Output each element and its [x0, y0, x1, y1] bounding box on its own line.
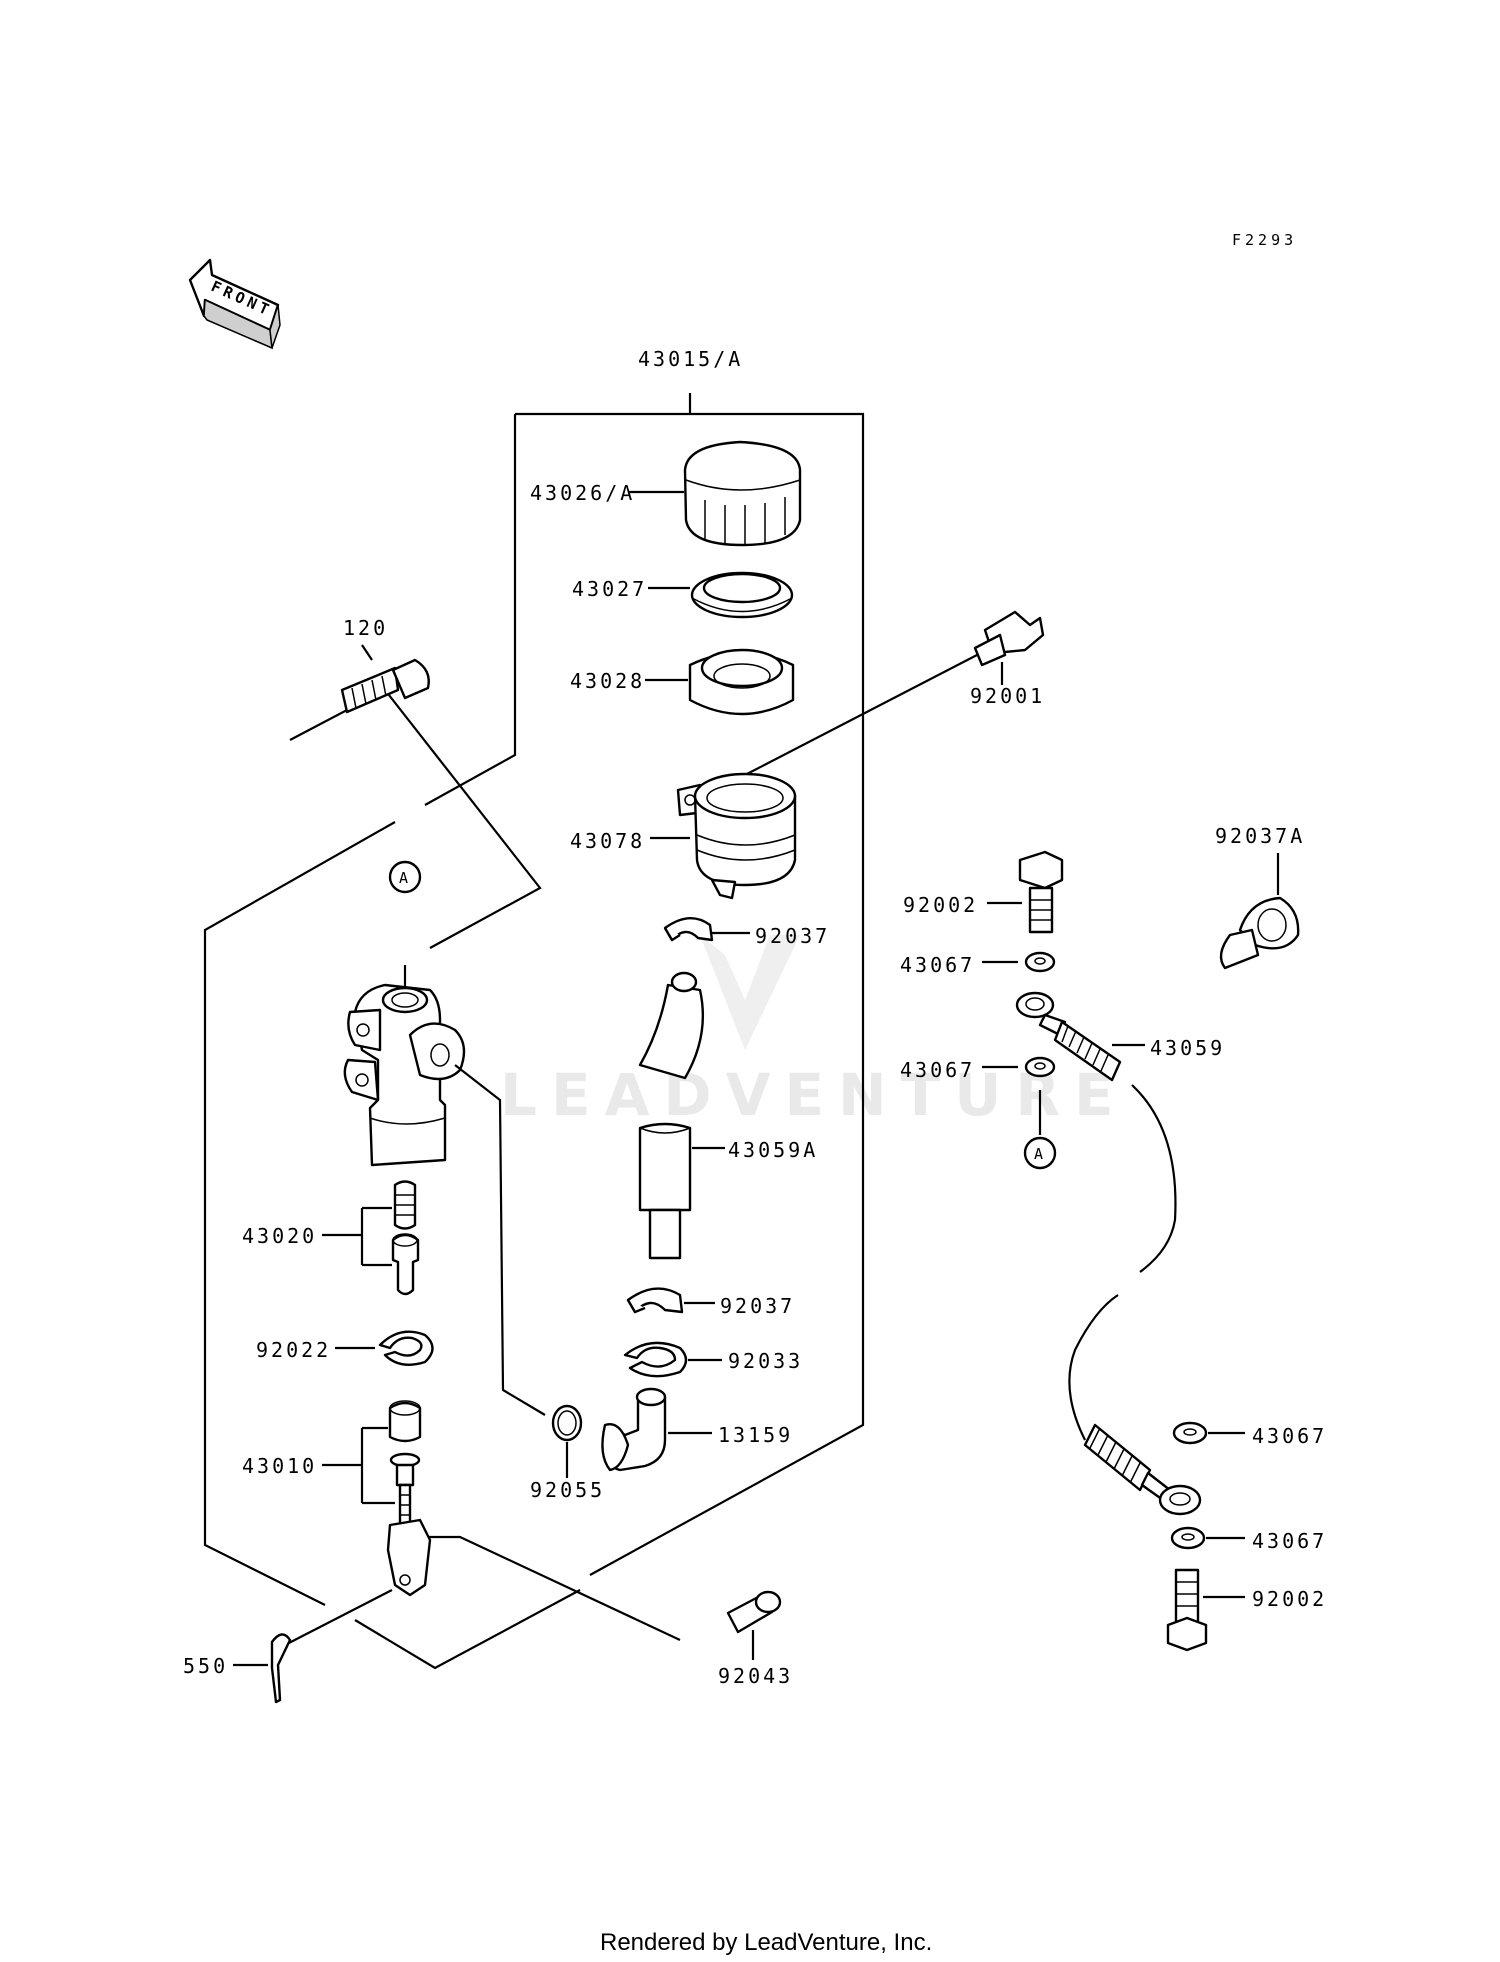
label-43067-2: 43067	[900, 1058, 975, 1082]
ref-marker-a-bottom	[1023, 1136, 1057, 1170]
label-43026A: 43026/A	[530, 481, 635, 505]
label-43028: 43028	[570, 669, 645, 693]
cotter-pin	[233, 1633, 292, 1704]
washer-43067-3	[1172, 1421, 1245, 1445]
circlip-92033	[623, 1341, 722, 1378]
label-92055: 92055	[530, 1478, 605, 1502]
label-92037-bottom: 92037	[720, 1294, 795, 1318]
bolt-120	[340, 644, 430, 714]
watermark: LEADVENTURE	[500, 935, 1128, 1129]
watermark-logo-icon	[700, 935, 800, 1050]
label-43015A: 43015/A	[638, 347, 743, 371]
label-92001: 92001	[970, 684, 1045, 708]
label-92037-top: 92037	[755, 924, 830, 948]
label-43027: 43027	[572, 577, 647, 601]
label-43059: 43059	[1150, 1036, 1225, 1060]
label-550: 550	[183, 1654, 228, 1678]
washer-43067-4	[1170, 1526, 1245, 1550]
label-43078: 43078	[570, 829, 645, 853]
hose-clamp-top	[663, 917, 750, 942]
label-92002-bottom: 92002	[1252, 1587, 1327, 1611]
circlip-92022	[335, 1330, 434, 1366]
master-cylinder-body	[343, 965, 546, 1416]
footer-credit: Rendered by LeadVenture, Inc.	[600, 1929, 932, 1956]
o-ring	[551, 1404, 583, 1478]
figure-code: F2293	[1232, 231, 1297, 249]
label-120: 120	[343, 616, 388, 640]
kit-frame-lines	[203, 393, 865, 1670]
label-43067-1: 43067	[900, 953, 975, 977]
push-rod	[284, 1400, 432, 1646]
label-43067-3: 43067	[1252, 1424, 1327, 1448]
washer-43067-2	[982, 1056, 1056, 1135]
ref-marker-a-top	[388, 860, 422, 894]
brake-hose	[1015, 991, 1202, 1516]
hose-clamp-bottom	[626, 1287, 715, 1314]
label-43020: 43020	[242, 1224, 317, 1248]
label-43010: 43010	[242, 1454, 317, 1478]
label-92002-top: 92002	[903, 893, 978, 917]
banjo-bolt-bottom	[1166, 1568, 1245, 1652]
hose-clamp-92037A	[1219, 853, 1300, 970]
diaphragm	[645, 648, 795, 716]
reservoir-cap	[628, 440, 802, 547]
piston-kit	[322, 1180, 420, 1296]
label-92037A: 92037A	[1215, 824, 1305, 848]
diaphragm-plate	[648, 571, 794, 619]
banjo-bolt-top	[987, 850, 1064, 934]
elbow-fitting	[601, 1387, 712, 1472]
reservoir-hose	[638, 971, 725, 1260]
washer-43067-1	[982, 951, 1056, 973]
ref-marker-a-top-label: A	[399, 869, 412, 887]
ref-marker-a-bottom-label: A	[1034, 1145, 1047, 1163]
watermark-text: LEADVENTURE	[500, 1061, 1128, 1129]
reservoir-body	[650, 772, 797, 900]
bolt-92001	[744, 610, 1045, 776]
label-92022: 92022	[256, 1338, 331, 1362]
front-arrow-icon: FRONT	[188, 258, 281, 350]
clevis-pin	[726, 1590, 782, 1660]
label-43067-4: 43067	[1252, 1529, 1327, 1553]
label-92033: 92033	[728, 1349, 803, 1373]
label-43059A: 43059A	[728, 1138, 818, 1162]
label-92043: 92043	[718, 1664, 793, 1688]
label-13159: 13159	[718, 1423, 793, 1447]
